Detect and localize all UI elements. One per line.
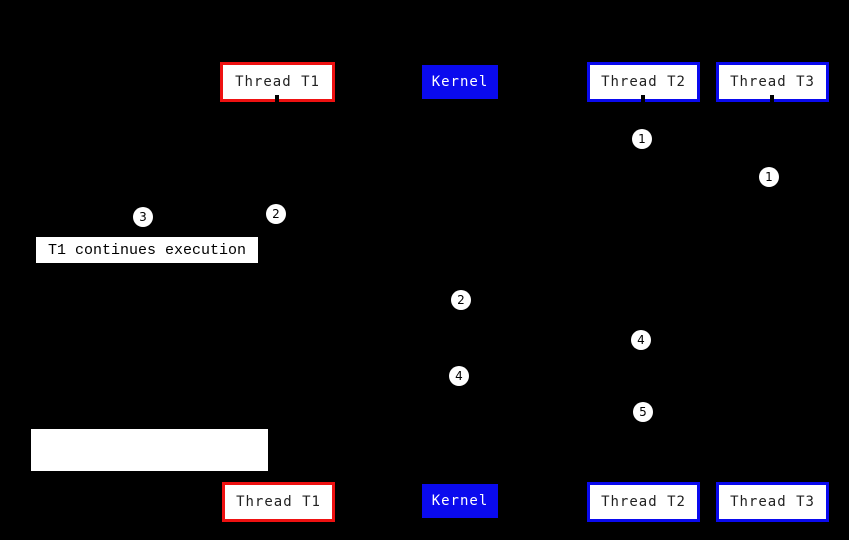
kernel-label: Kernel: [431, 493, 489, 509]
arrow-stub-t3-top: [770, 95, 774, 103]
kernel-box-top: Kernel: [422, 65, 498, 99]
thread-t2-label: Thread T2: [601, 494, 686, 510]
thread-t3-box-bottom: Thread T3: [716, 482, 829, 522]
blank-label-box: [31, 429, 268, 471]
step-marker-4-kernel: 4: [449, 366, 469, 386]
thread-t1-box-bottom: Thread T1: [222, 482, 335, 522]
step-marker-1-thread-t2: 1: [632, 129, 652, 149]
step-marker-2-thread-t1: 2: [266, 204, 286, 224]
arrow-stub-t2-top: [641, 95, 645, 103]
kernel-box-bottom: Kernel: [422, 484, 498, 518]
step-marker-5-thread-t2: 5: [633, 402, 653, 422]
kernel-label: Kernel: [431, 74, 489, 90]
thread-t1-label: Thread T1: [235, 74, 320, 90]
step-marker-3-thread-t1: 3: [133, 207, 153, 227]
thread-t1-label: Thread T1: [236, 494, 321, 510]
note-t1-continues-execution: T1 continues execution: [36, 237, 258, 263]
step-marker-2-kernel: 2: [451, 290, 471, 310]
step-marker-4-thread-t2: 4: [631, 330, 651, 350]
thread-t2-label: Thread T2: [601, 74, 686, 90]
thread-t3-label: Thread T3: [730, 74, 815, 90]
thread-t3-label: Thread T3: [730, 494, 815, 510]
arrow-stub-t1-top: [275, 95, 279, 103]
step-marker-1-thread-t3: 1: [759, 167, 779, 187]
thread-t2-box-bottom: Thread T2: [587, 482, 700, 522]
